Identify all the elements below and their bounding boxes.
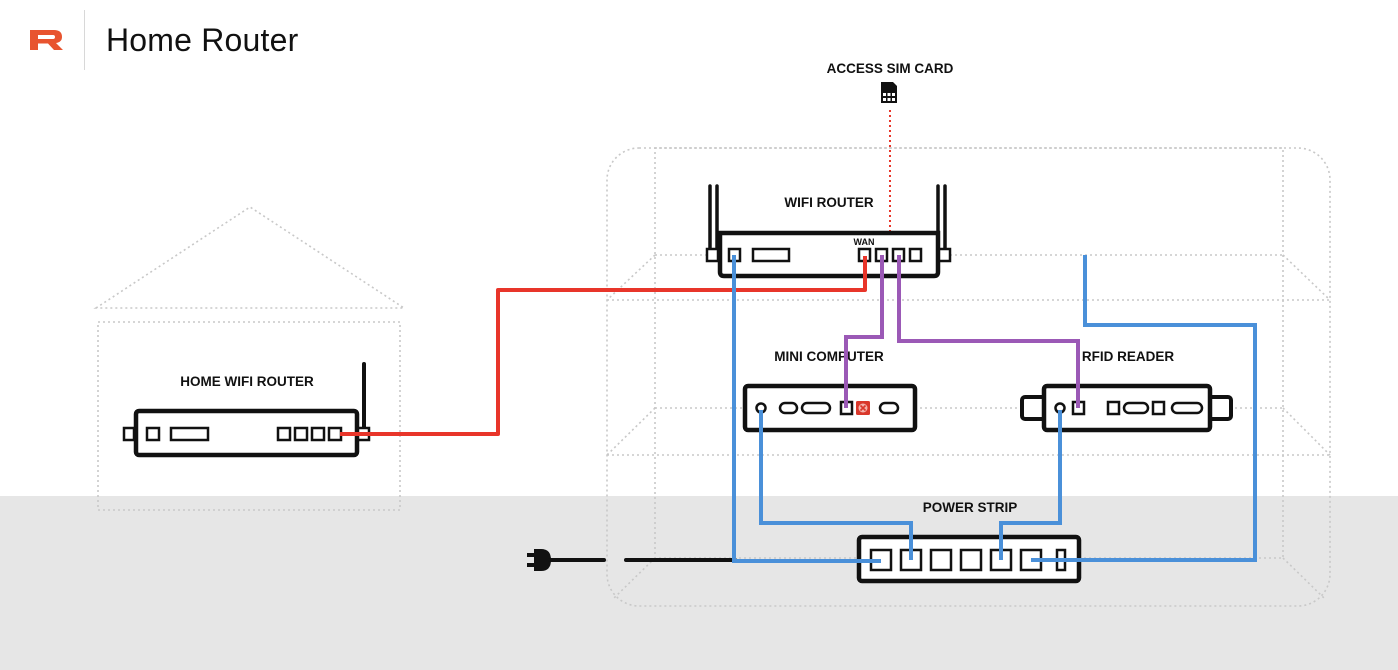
power-strip-label: POWER STRIP [923, 500, 1018, 515]
page-title: Home Router [106, 22, 299, 58]
network-cable-rfid-reader [897, 255, 1080, 408]
rfid-reader-label: RFID READER [1082, 349, 1175, 364]
header: Home Router [0, 0, 600, 80]
power-cable-mini-computer [759, 410, 913, 560]
wan-port-label: WAN [854, 237, 875, 247]
rfid-reader[interactable] [1020, 383, 1233, 433]
sim-card-icon [881, 82, 897, 103]
home-wifi-router-label: HOME WIFI ROUTER [180, 374, 314, 389]
wifi-router-label: WIFI ROUTER [784, 195, 873, 210]
error-x-icon [856, 401, 870, 415]
floor-background [0, 496, 1398, 670]
power-cable-shelf-right [1031, 255, 1257, 562]
network-cable-mini-computer [844, 255, 884, 408]
internet-cable [340, 256, 867, 436]
power-plug-icon [527, 549, 551, 571]
access-sim-card-label: ACCESS SIM CARD [827, 61, 954, 76]
house-outline [93, 206, 407, 511]
mini-computer-label: MINI COMPUTER [774, 349, 884, 364]
power-cable-rfid-reader [999, 410, 1062, 560]
header-divider [84, 10, 85, 70]
power-cable-wifi-router [732, 255, 881, 563]
brand-logo-icon [30, 30, 63, 50]
mini-computer[interactable] [742, 383, 918, 433]
